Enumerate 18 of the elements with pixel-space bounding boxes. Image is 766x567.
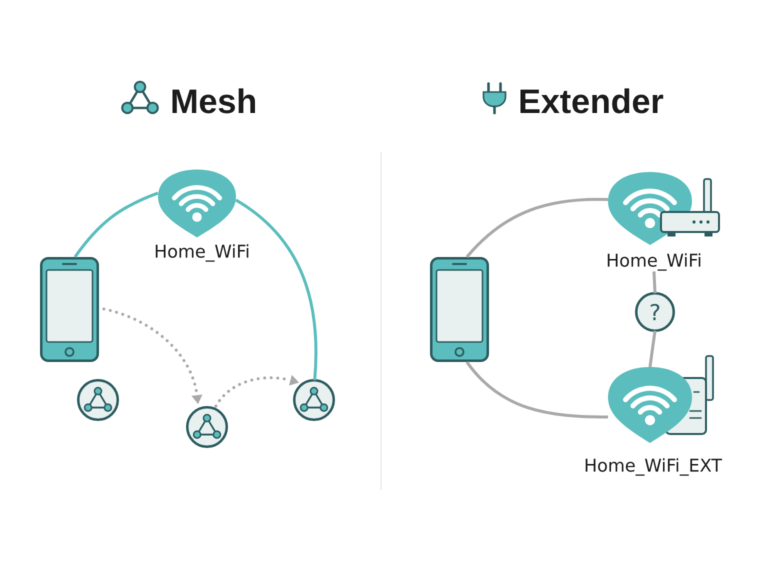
- heading: Mesh: [172, 88, 255, 114]
- node-label: Home_WiFi: [156, 244, 248, 262]
- mesh-node-circle: [186, 406, 228, 448]
- connector-line: [466, 198, 608, 258]
- mesh-node-circle: [293, 378, 335, 421]
- mesh-node-circle: [77, 378, 119, 421]
- node-label: Home_WiFi_EXT: [586, 458, 722, 476]
- connector-line: [652, 271, 656, 294]
- smartphone: [430, 257, 489, 362]
- dotted-arrow: [102, 307, 202, 404]
- heading: Extender: [520, 88, 664, 114]
- connector-line: [648, 330, 656, 368]
- smartphone: [40, 257, 99, 362]
- dotted-arrow: [214, 374, 300, 408]
- node-label: Home_WiFi: [608, 253, 700, 271]
- connector-line: [74, 192, 159, 258]
- connector-line: [235, 198, 318, 380]
- connector-line: [466, 361, 608, 419]
